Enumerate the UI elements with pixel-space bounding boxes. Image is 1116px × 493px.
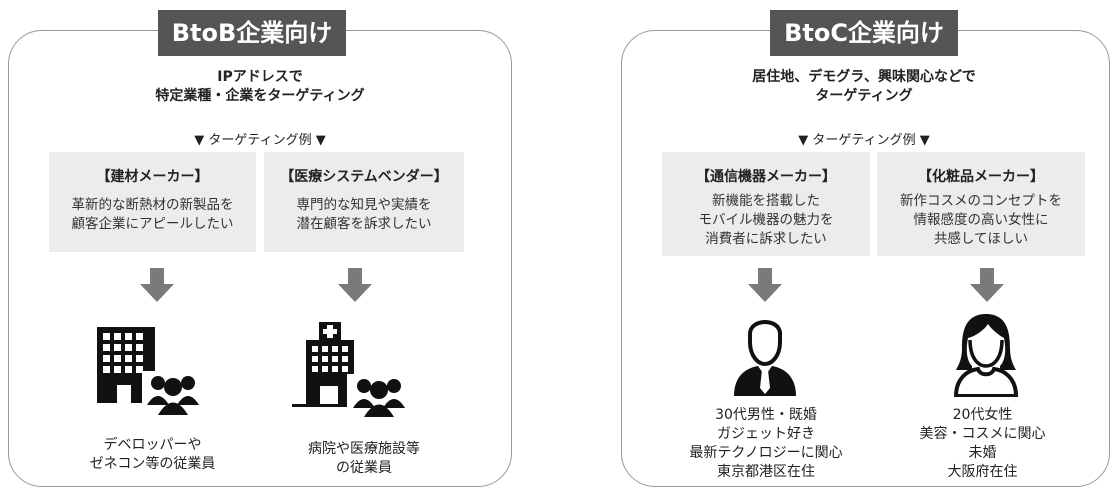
btob-headline: IPアドレスで 特定業種・企業をターゲティング <box>60 68 460 106</box>
btob-caption-2: 病院や医療施設等 の従業員 <box>262 440 466 478</box>
card-title: 【化粧品メーカー】 <box>918 169 1044 185</box>
caption-line: デベロッパーや <box>103 437 202 453</box>
card-text: 専門的な知見や実績を 潜在顧客を訴求したい <box>264 196 464 234</box>
card-text-line: 顧客企業にアピールしたい <box>71 216 234 232</box>
btoc-card-1: 【通信機器メーカー】 新機能を搭載した モバイル機器の魅力を 消費者に訴求したい <box>662 152 870 256</box>
card-text-line: 専門的な知見や実績を <box>296 197 432 213</box>
card-text-line: 消費者に訴求したい <box>705 231 827 247</box>
btoc-headline-line-2: ターゲティング <box>815 88 913 104</box>
caption-line: 病院や医療施設等 <box>308 441 420 457</box>
card-text: 革新的な断熱材の新製品を 顧客企業にアピールしたい <box>49 196 256 234</box>
card-text-line: モバイル機器の魅力を <box>698 212 834 228</box>
caption-line: の従業員 <box>336 460 392 476</box>
btob-caption-1: デベロッパーや ゼネコン等の従業員 <box>50 436 255 474</box>
btoc-examples-label: ▼ ターゲティング例 ▼ <box>798 133 930 148</box>
caption-line: 最新テクノロジーに関心 <box>689 445 843 461</box>
caption-line: 東京都港区在住 <box>717 464 815 480</box>
btob-headline-line-2: 特定業種・企業をターゲティング <box>155 88 365 104</box>
card-title: 【通信機器メーカー】 <box>696 169 836 185</box>
card-text-line: 新機能を搭載した <box>712 193 820 209</box>
btob-examples-label: ▼ ターゲティング例 ▼ <box>194 133 326 148</box>
btoc-caption-1: 30代男性・既婚 ガジェット好き 最新テクノロジーに関心 東京都港区在住 <box>662 406 870 482</box>
btoc-headline-line-1: 居住地、デモグラ、興味関心などで <box>752 69 976 85</box>
man-silhouette-icon <box>734 320 796 396</box>
caption-line: 20代女性 <box>952 407 1013 423</box>
down-arrow-icon <box>140 268 174 302</box>
btoc-panel <box>621 30 1110 487</box>
down-arrow-icon <box>338 268 372 302</box>
btoc-caption-2: 20代女性 美容・コスメに関心 未婚 大阪府在住 <box>880 406 1085 482</box>
hospital-with-group-icon <box>292 322 412 417</box>
card-text: 新作コスメのコンセプトを 情報感度の高い女性に 共感してほしい <box>877 192 1085 249</box>
btob-card-1: 【建材メーカー】 革新的な断熱材の新製品を 顧客企業にアピールしたい <box>49 152 256 252</box>
btob-title: BtoB企業向け <box>158 10 346 56</box>
caption-line: 大阪府在住 <box>947 464 1018 480</box>
office-building-with-group-icon <box>97 327 204 415</box>
caption-line: ゼネコン等の従業員 <box>89 456 216 472</box>
caption-line: 30代男性・既婚 <box>715 407 817 423</box>
down-arrow-icon <box>748 268 782 302</box>
card-text: 新機能を搭載した モバイル機器の魅力を 消費者に訴求したい <box>662 192 870 249</box>
btob-card-2: 【医療システムベンダー】 専門的な知見や実績を 潜在顧客を訴求したい <box>264 152 464 252</box>
btob-headline-line-1: IPアドレスで <box>217 69 303 85</box>
caption-line: 美容・コスメに関心 <box>919 426 1046 442</box>
card-title: 【建材メーカー】 <box>96 169 209 185</box>
card-text-line: 情報感度の高い女性に <box>913 212 1049 228</box>
caption-line: ガジェット好き <box>717 426 815 442</box>
card-text-line: 潜在顧客を訴求したい <box>296 216 432 232</box>
card-text-line: 共感してほしい <box>933 231 1029 247</box>
card-text-line: 革新的な断熱材の新製品を <box>71 197 234 213</box>
card-title: 【医療システムベンダー】 <box>280 169 448 185</box>
down-arrow-icon <box>970 268 1004 302</box>
btoc-title: BtoC企業向け <box>770 10 958 56</box>
btoc-card-2: 【化粧品メーカー】 新作コスメのコンセプトを 情報感度の高い女性に 共感してほし… <box>877 152 1085 256</box>
btob-panel <box>8 30 512 487</box>
caption-line: 未婚 <box>968 445 997 461</box>
woman-silhouette-icon <box>953 314 1019 397</box>
card-text-line: 新作コスメのコンセプトを <box>900 193 1062 209</box>
btoc-headline: 居住地、デモグラ、興味関心などで ターゲティング <box>664 68 1064 106</box>
